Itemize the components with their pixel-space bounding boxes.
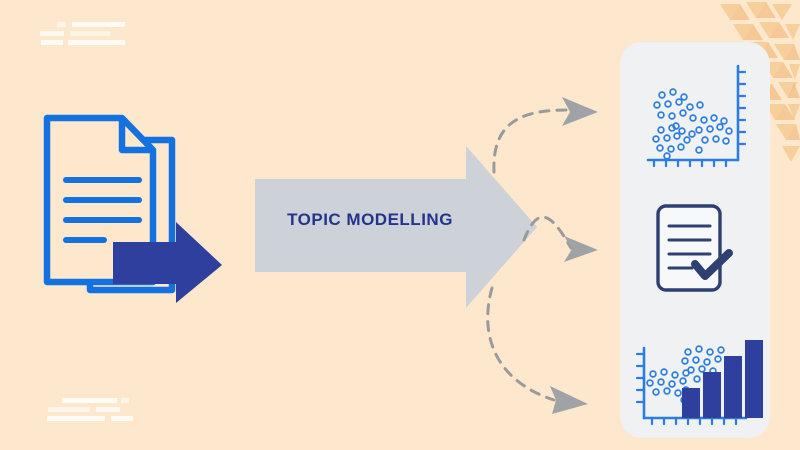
documents-stack-icon bbox=[43, 114, 222, 303]
bar-topic-1 bbox=[682, 388, 700, 418]
dash-pattern-top-left bbox=[40, 22, 125, 45]
scatter-cluster-1 bbox=[653, 88, 704, 130]
document-fold-corner bbox=[118, 118, 153, 154]
arrowhead-top bbox=[562, 97, 598, 126]
barchart-axis-ticks bbox=[635, 352, 738, 426]
bar-topic-3 bbox=[724, 356, 742, 418]
scatter-axis-ticks bbox=[652, 70, 747, 168]
scatter-cluster-2 bbox=[688, 114, 733, 154]
connector-to-document-check bbox=[522, 215, 573, 250]
output-cluster-bar-chart[interactable] bbox=[635, 340, 763, 426]
connector-to-cluster-bar bbox=[486, 286, 556, 402]
arrowhead-bottom bbox=[550, 386, 588, 414]
connector-arrowheads bbox=[550, 97, 598, 414]
dash-pattern-bottom-left bbox=[47, 398, 133, 421]
document-text-lines bbox=[63, 177, 142, 243]
topic-frequency-bars bbox=[682, 340, 763, 418]
bar-topic-4 bbox=[745, 340, 763, 418]
arrowhead-middle bbox=[564, 236, 598, 262]
connector-to-cluster-plot bbox=[492, 108, 568, 174]
document-check-outline bbox=[656, 204, 722, 292]
bar-topic-2 bbox=[703, 372, 721, 418]
document-check-text-lines bbox=[667, 224, 712, 270]
check-mark-icon bbox=[691, 249, 733, 280]
input-forward-arrow-icon bbox=[113, 222, 222, 303]
barchart-scatter-cluster-a bbox=[646, 368, 690, 397]
topic-modelling-arrow bbox=[255, 146, 537, 308]
output-topic-document[interactable] bbox=[656, 204, 733, 292]
scatter-cluster-3 bbox=[652, 124, 691, 160]
output-cluster-scatter[interactable] bbox=[646, 64, 747, 168]
topic-modelling-label: TOPIC MODELLING bbox=[287, 210, 453, 229]
